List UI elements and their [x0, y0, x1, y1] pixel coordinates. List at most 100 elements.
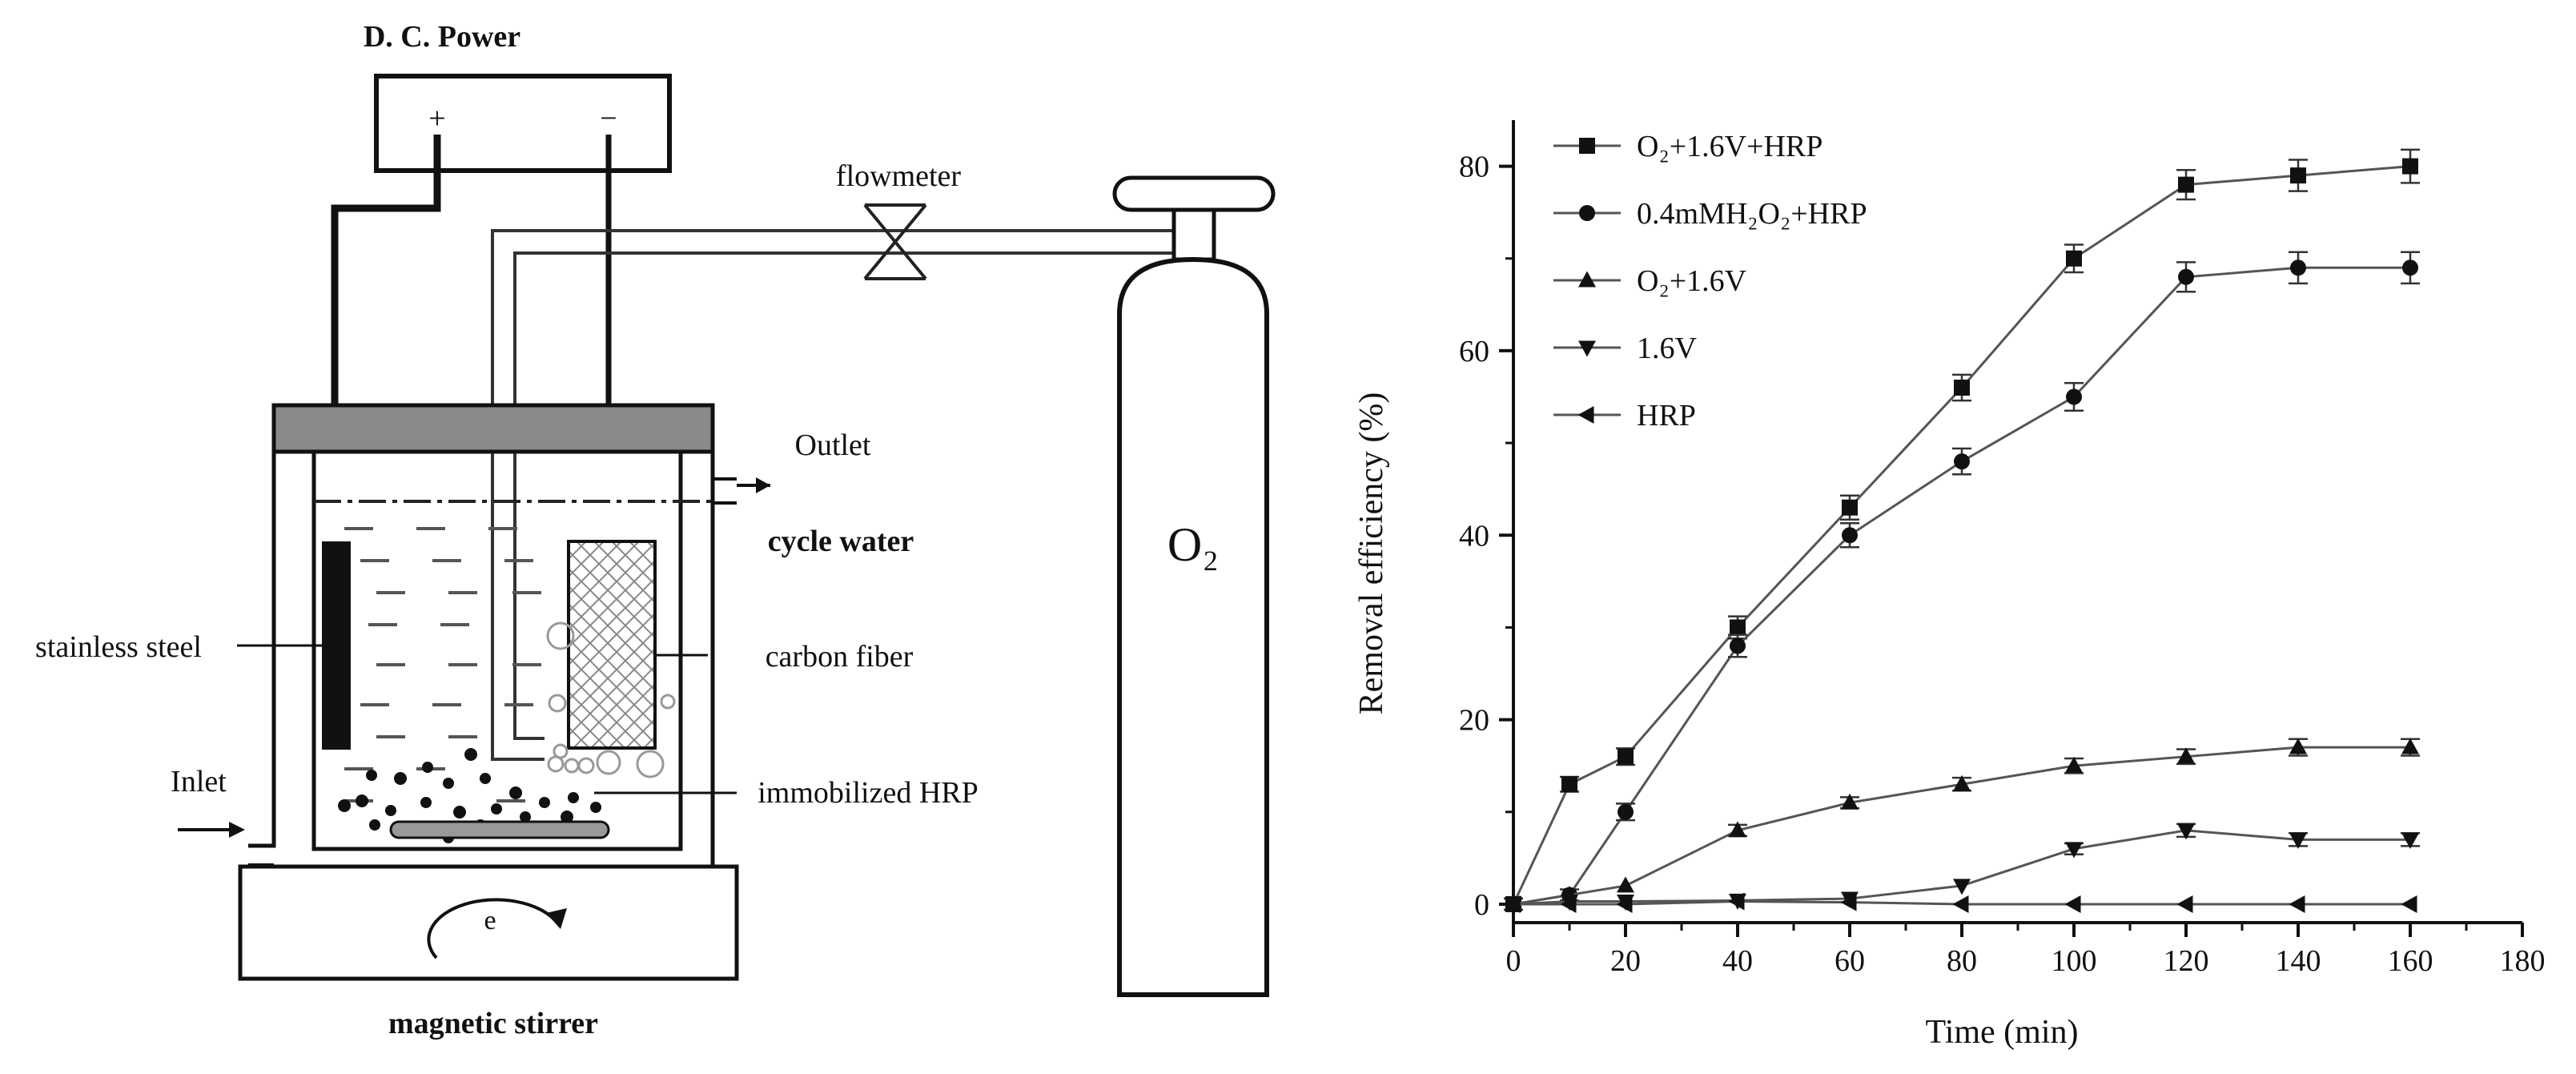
data-point: [2289, 832, 2307, 849]
cylinder-valve: [1171, 207, 1216, 262]
series-line: [1513, 746, 2410, 906]
positive-wire: [331, 135, 441, 408]
data-point: [2401, 832, 2419, 849]
carbon-fiber-electrode: [567, 540, 657, 750]
x-tick-label: 120: [2164, 944, 2209, 978]
data-point: [1841, 793, 1859, 810]
data-point: [1618, 803, 1634, 820]
data-point: [1842, 527, 1858, 544]
data-point: [2289, 895, 2305, 913]
immobilized-hrp-label: immobilized HRP: [758, 776, 979, 810]
x-tick-label: 0: [1506, 944, 1521, 978]
flowmeter-valve-icon-right: [893, 203, 927, 280]
inner-vessel: [311, 449, 683, 851]
chart-series: [1504, 148, 2420, 914]
stainless-steel-electrode: [322, 541, 351, 750]
data-point: [1952, 895, 1969, 913]
power-label: D. C. Power: [364, 20, 520, 54]
water-texture: [344, 527, 541, 802]
apparatus-diagram: D. C. Power + − flowmeter O₂: [35, 20, 1276, 1040]
x-tick-label: 180: [2500, 944, 2546, 978]
data-point: [2065, 756, 2083, 773]
data-point: [1560, 895, 1577, 913]
data-point: [2065, 842, 2083, 859]
x-tick-label: 40: [1722, 944, 1753, 978]
data-point: [1617, 876, 1634, 893]
series-line: [1513, 900, 2410, 906]
legend-label: 0.4mMH₂O₂+HRP: [1637, 197, 1867, 231]
data-point: [1618, 748, 1634, 765]
data-point: [2290, 259, 2306, 276]
x-tick-label: 160: [2388, 944, 2433, 978]
data-point: [2289, 738, 2307, 754]
rotation-arrow-icon: [427, 898, 557, 959]
legend-label: HRP: [1637, 399, 1696, 432]
oxygen-cylinder: O₂: [1112, 175, 1276, 997]
series-3: [1505, 738, 2420, 911]
legend-marker: [1578, 340, 1596, 357]
legend-label: O₂+1.6V: [1637, 264, 1747, 298]
x-tick-label: 140: [2276, 944, 2321, 978]
gas-pipe-outer: [491, 229, 1174, 761]
data-point: [2178, 176, 2194, 193]
cylinder-label: O₂: [1167, 518, 1219, 571]
data-point: [2066, 388, 2082, 405]
series-line: [1512, 165, 2411, 905]
legend-item: HRP: [1553, 399, 1696, 432]
data-point: [2064, 895, 2081, 913]
outlet-label: Outlet: [795, 428, 871, 462]
carbon-fiber-label: carbon fiber: [766, 640, 914, 674]
data-point: [2066, 250, 2082, 267]
magnetic-stirrer-label: magnetic stirrer: [388, 1007, 598, 1040]
minus-terminal-label: −: [600, 102, 617, 135]
data-point: [1561, 776, 1577, 793]
oxygen-bubbles: [546, 621, 676, 778]
data-point: [2176, 895, 2193, 913]
power-supply-box: [374, 74, 672, 173]
inlet-label: Inlet: [171, 765, 227, 798]
data-point: [1730, 638, 1746, 654]
series-line: [1513, 266, 2410, 906]
cylinder-body: [1117, 256, 1269, 997]
y-tick-label: 60: [1459, 335, 1489, 368]
series-5: [1504, 892, 2417, 913]
x-tick-label: 60: [1835, 944, 1865, 978]
legend-marker: [1579, 205, 1595, 221]
y-tick-label: 80: [1459, 151, 1489, 184]
plus-terminal-label: +: [428, 102, 445, 135]
x-axis-title: Time (min): [1926, 1014, 2079, 1051]
data-point: [1954, 453, 1970, 470]
data-point: [1954, 380, 1970, 396]
magnetic-stirrer: e magnetic stirrer: [238, 864, 739, 1040]
cylinder-handle: [1112, 175, 1276, 212]
data-point: [1842, 499, 1858, 516]
data-point: [1504, 895, 1521, 913]
data-point: [2401, 895, 2417, 913]
series-line: [1513, 829, 2410, 906]
data-point: [2401, 738, 2419, 754]
legend-marker: [1579, 138, 1595, 154]
data-point: [1840, 893, 1857, 911]
data-point: [1616, 895, 1633, 913]
legend-item: 0.4mMH₂O₂+HRP: [1553, 197, 1867, 231]
data-point: [2402, 259, 2418, 276]
data-point: [1730, 619, 1746, 636]
data-point: [1728, 892, 1745, 911]
stirrer-symbol: e: [484, 906, 496, 935]
data-point: [2178, 268, 2194, 285]
data-point: [1953, 879, 1971, 895]
y-tick-label: 20: [1459, 704, 1489, 738]
data-point: [1953, 774, 1971, 791]
data-point: [1729, 821, 1746, 838]
flowmeter-label: flowmeter: [836, 159, 962, 193]
y-tick-label: 0: [1474, 888, 1489, 922]
legend-marker: [1577, 406, 1594, 424]
x-tick-label: 20: [1610, 944, 1641, 978]
stir-bar: [389, 820, 610, 839]
stainless-steel-label: stainless steel: [35, 630, 202, 664]
y-axis-title: Removal efficiency (%): [1353, 392, 1390, 715]
legend-item: O₂+1.6V+HRP: [1553, 130, 1822, 163]
